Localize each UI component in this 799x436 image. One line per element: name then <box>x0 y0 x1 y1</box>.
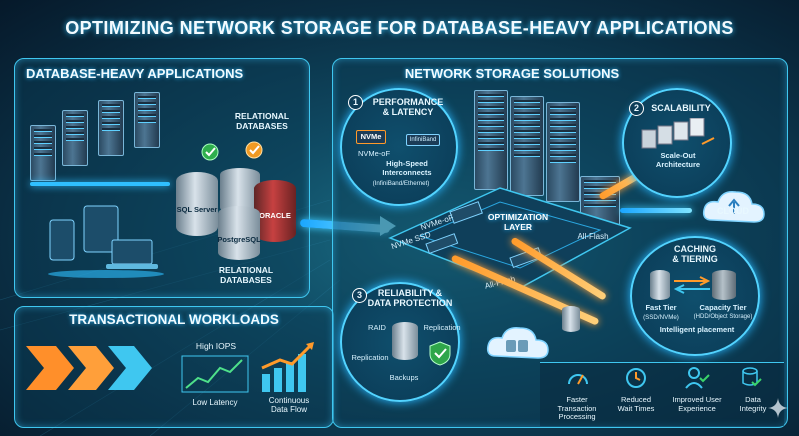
workloads-panel <box>14 306 334 428</box>
continuous-data-flow-label: Continuous Data Flow <box>268 396 310 415</box>
outcome-label: Improved User Experience <box>672 395 722 413</box>
chevron-arrows-icon <box>26 346 152 390</box>
server-rack <box>510 96 544 196</box>
fast-tier-label: Fast Tier <box>645 303 677 312</box>
server-rack <box>546 102 580 202</box>
cloud-icon <box>702 190 765 223</box>
sparkle-icon <box>768 398 788 418</box>
interconnects-sub: (InfiniBand/Ethernet) <box>372 180 430 187</box>
right-heading: NETWORK STORAGE SOLUTIONS <box>404 66 620 81</box>
cloud-label: CLOUD <box>717 206 749 216</box>
scalability-title: SCALABILITY <box>651 103 711 113</box>
intelligent-placement-label: Intelligent placement <box>659 325 735 334</box>
workloads-heading: TRANSACTIONAL WORKLOADS <box>69 312 279 327</box>
line-chart-icon <box>181 355 249 393</box>
clock-icon <box>626 368 646 388</box>
db-label-sqlserver: SQL Server <box>176 205 218 214</box>
database-cylinder <box>218 206 260 260</box>
outcome-label: Data Integrity <box>739 395 767 413</box>
database-cylinder-oracle <box>254 180 296 242</box>
relational-databases-label: RELATIONAL DATABASES <box>234 111 290 131</box>
database-cylinder <box>562 306 580 332</box>
database-cylinder <box>176 172 218 236</box>
relational-databases-label-bottom: RELATIONAL DATABASES <box>218 265 274 285</box>
fast-tier-sub: (SSD/NVMe) <box>643 314 679 321</box>
step-number: 3 <box>352 288 367 303</box>
all-flash-label: All-Flash <box>577 232 609 241</box>
speedometer-icon <box>568 374 588 385</box>
page-title: OPTIMIZING NETWORK STORAGE FOR DATABASE-… <box>65 18 734 38</box>
bar-chart-icon <box>261 342 314 392</box>
low-latency-label: Low Latency <box>192 398 238 407</box>
capacity-tier-label: Capacity Tier <box>699 303 747 312</box>
devices-icon <box>48 205 164 278</box>
high-iops-label: High IOPS <box>195 341 237 351</box>
db-label-postgresql: PostgreSQL <box>217 235 261 244</box>
optimization-layer-label: OPTIMIZATION LAYER <box>487 212 549 232</box>
database-check-icon <box>742 367 762 387</box>
swap-arrows-icon <box>673 276 711 294</box>
arrow-icon <box>380 216 396 236</box>
capacity-tier-sub: (HDD/Object Storage) <box>693 314 753 320</box>
left-heading: DATABASE-HEAVY APPLICATIONS <box>26 66 244 81</box>
performance-title: PERFORMANCE & LATENCY <box>372 97 444 118</box>
scale-out-servers-icon <box>641 118 715 149</box>
glow-base <box>30 182 170 186</box>
infiniband-card: InfiniBand <box>406 134 440 146</box>
caching-title: CACHING & TIERING <box>672 244 718 265</box>
fast-tier-icon <box>650 270 670 300</box>
scale-out-label: Scale-Out Architecture <box>655 151 701 169</box>
user-check-icon <box>685 367 710 389</box>
step-number: 1 <box>348 95 363 110</box>
server-rack <box>30 125 56 181</box>
storage-cloud-icon <box>486 326 549 359</box>
cloud-flow <box>620 208 692 213</box>
database-cylinder <box>392 322 418 360</box>
check-icons <box>201 141 263 161</box>
nvmeof-perf-label: NVMe-oF <box>357 149 391 158</box>
outcome-label: Faster Transaction Processing <box>557 395 597 422</box>
shield-check-icon <box>429 341 451 366</box>
outcome-label: Reduced Wait Times <box>617 395 655 413</box>
interconnects-label: High-Speed Interconnects <box>382 159 432 177</box>
capacity-tier-icon <box>712 270 736 300</box>
backups-label: Backups <box>389 373 419 382</box>
replication-label-right: Replication <box>423 323 461 332</box>
server-rack <box>474 90 508 190</box>
server-rack <box>62 110 88 166</box>
replication-label-left: Replication <box>351 353 389 362</box>
db-label-oracle: ORACLE <box>259 211 291 220</box>
reliability-title: RELIABILITY & DATA PROTECTION <box>367 288 453 309</box>
server-rack <box>98 100 124 156</box>
raid-label: RAID <box>368 323 386 332</box>
nvme-chip: NVMe <box>356 130 386 144</box>
step-number: 2 <box>629 101 644 116</box>
server-rack <box>134 92 160 148</box>
